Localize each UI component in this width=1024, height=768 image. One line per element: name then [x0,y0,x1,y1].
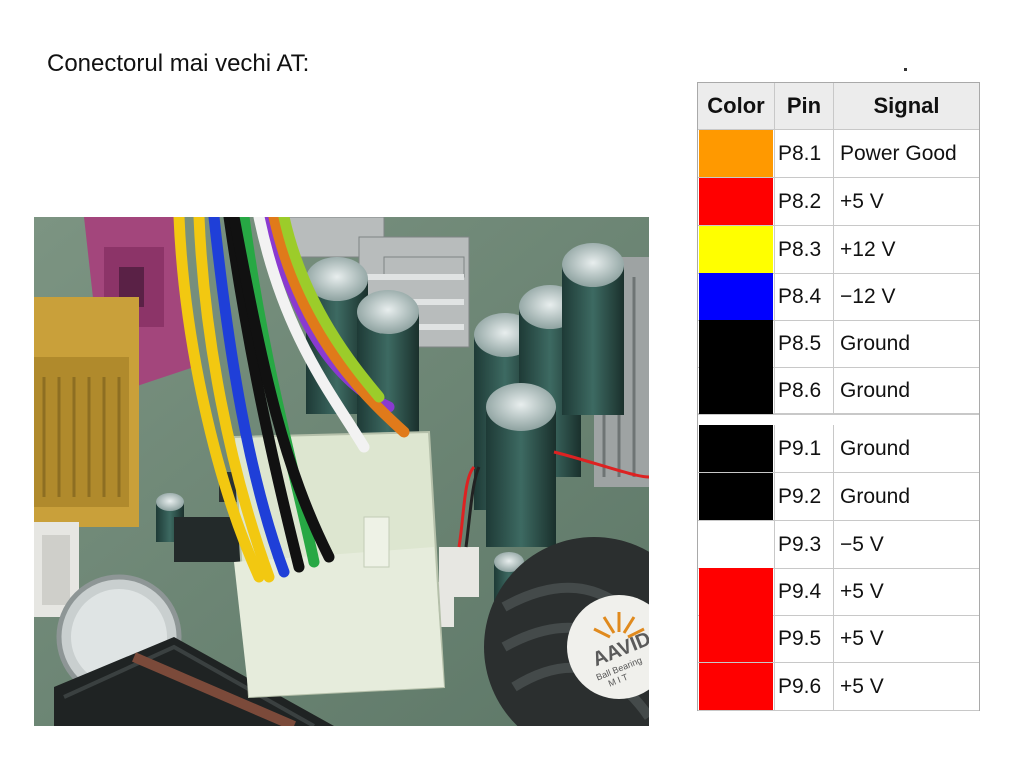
motherboard-photo: AAVID Ball Bearing M I T [34,217,649,726]
color-cell [698,473,775,520]
table-row: P8.3+12 V [698,226,979,274]
signal-cell: +5 V [840,674,884,698]
pin-cell: P9.3 [775,521,834,568]
color-swatch [699,178,773,225]
color-swatch [699,615,773,662]
color-swatch [699,367,773,414]
signal-cell: Ground [840,484,911,508]
pin-cell: P9.1 [775,425,834,472]
table-row: P9.4+5 V [698,568,979,616]
signal-cell: +12 V [840,237,896,261]
wire [278,217,385,403]
color-swatch [699,473,773,520]
color-swatch [699,226,773,273]
signal-cell: −5 V [840,532,884,556]
color-cell [698,178,775,225]
color-cell [698,320,775,367]
color-swatch [699,425,773,472]
color-cell [698,568,775,615]
color-cell [698,425,775,472]
color-cell [698,663,775,710]
table-row: P9.5+5 V [698,615,979,663]
pin-cell: P8.3 [775,226,834,273]
wire [253,217,370,453]
table-row: P8.4−12 V [698,273,979,321]
table-row: P9.3−5 V [698,521,979,569]
wire [173,217,265,583]
pin-cell: P9.6 [775,663,834,710]
color-swatch [699,273,773,320]
wire [208,217,290,578]
motherboard-illustration: AAVID Ball Bearing M I T [34,217,649,726]
signal-cell: +5 V [840,626,884,650]
color-swatch [699,568,773,615]
wire [268,217,410,438]
color-swatch [699,663,773,710]
wire [228,217,335,563]
header-pin: Pin [775,83,834,129]
color-cell [698,367,775,414]
color-cell [698,521,775,568]
table-divider [698,413,979,426]
wire [223,217,305,573]
pin-cell: P9.2 [775,473,834,520]
table-row: P8.2+5 V [698,178,979,226]
color-cell [698,226,775,273]
pin-cell: P8.6 [775,367,834,414]
signal-cell: Ground [840,436,911,460]
pin-cell: P9.5 [775,615,834,662]
pin-cell: P9.4 [775,568,834,615]
color-cell [698,130,775,177]
header-color: Color [698,83,775,129]
color-swatch [699,320,773,367]
color-swatch [699,521,773,568]
color-swatch [699,130,773,177]
signal-cell: +5 V [840,189,884,213]
power-wires [173,217,410,583]
pin-cell: P8.5 [775,320,834,367]
wire [193,217,275,583]
pin-cell: P8.4 [775,273,834,320]
slide-title: Conectorul mai vechi AT: [47,50,310,77]
color-cell [698,273,775,320]
signal-cell: Ground [840,331,911,355]
table-row: P9.6+5 V [698,663,979,711]
header-signal: Signal [873,93,940,118]
signal-cell: Power Good [840,141,957,165]
signal-cell: −12 V [840,284,896,308]
table-header-row: Color Pin Signal [698,83,979,130]
signal-cell: +5 V [840,579,884,603]
color-cell [698,615,775,662]
decorative-dot [904,68,907,71]
pin-cell: P8.2 [775,178,834,225]
signal-cell: Ground [840,378,911,402]
pin-cell: P8.1 [775,130,834,177]
